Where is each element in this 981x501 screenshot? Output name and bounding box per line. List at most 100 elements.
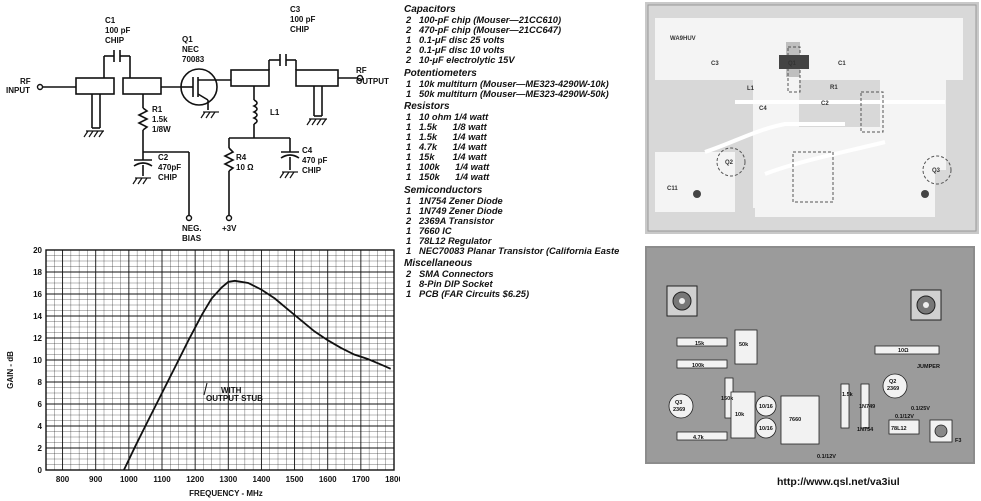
svg-text:F3: F3 bbox=[955, 438, 961, 444]
c2-label: C2 bbox=[158, 153, 169, 162]
y-tick-label: 0 bbox=[38, 466, 43, 475]
parts-list-item: 1 1.5k 1/8 watt bbox=[404, 122, 642, 132]
y-tick-label: 4 bbox=[38, 422, 43, 431]
part-quantity: 1 bbox=[406, 225, 412, 236]
part-description: 470-pF chip (Mouser—21CC647) bbox=[419, 25, 562, 35]
part-quantity: 1 bbox=[406, 289, 412, 300]
parts-list-item: 1 7660 IC bbox=[404, 226, 642, 236]
x-tick-label: 1800 bbox=[385, 475, 400, 484]
part-description: 4.7k 1/4 watt bbox=[419, 142, 487, 153]
part-quantity: 1 bbox=[406, 35, 412, 45]
part-quantity: 1 bbox=[406, 132, 412, 143]
part-quantity: 1 bbox=[406, 112, 412, 123]
c3-value: 100 pF bbox=[290, 15, 315, 24]
svg-text:C1: C1 bbox=[838, 61, 846, 67]
svg-text:Q2: Q2 bbox=[725, 160, 734, 166]
svg-text:7660: 7660 bbox=[789, 417, 801, 423]
svg-text:2369: 2369 bbox=[887, 386, 899, 392]
y-tick-label: 20 bbox=[33, 246, 42, 255]
c3-type: CHIP bbox=[290, 25, 310, 34]
parts-list-item: 1 0.1-μF disc 25 volts bbox=[404, 35, 642, 45]
rf-output-label-2: OUTPUT bbox=[356, 77, 389, 86]
pcb-top-label: WA9HUV bbox=[670, 36, 696, 42]
part-description: 1.5k 1/8 watt bbox=[419, 122, 487, 133]
part-description: 10 ohm 1/4 watt bbox=[419, 112, 489, 123]
part-description: 1N754 Zener Diode bbox=[419, 195, 503, 206]
svg-text:R1: R1 bbox=[830, 85, 838, 91]
svg-text:50k: 50k bbox=[739, 342, 749, 348]
svg-text:Q3: Q3 bbox=[675, 400, 682, 406]
part-description: 10k multiturn (Mouser—ME323-4290W-10k) bbox=[419, 78, 609, 89]
x-tick-label: 1400 bbox=[253, 475, 271, 484]
c1-label: C1 bbox=[105, 16, 116, 25]
x-tick-label: 800 bbox=[56, 475, 70, 484]
svg-text:C4: C4 bbox=[759, 106, 767, 112]
parts-list-item: 2 0.1-μF disc 10 volts bbox=[404, 45, 642, 55]
svg-text:100k: 100k bbox=[692, 363, 705, 369]
plus3v-label: +3V bbox=[222, 224, 237, 233]
r4-label: R4 bbox=[236, 153, 247, 162]
chart-annotation: WITH OUTPUT STUB bbox=[203, 382, 263, 403]
sma-connector-icon bbox=[666, 285, 698, 317]
part-quantity: 1 bbox=[406, 78, 412, 89]
part-description: 0.1-μF disc 10 volts bbox=[419, 45, 505, 55]
svg-text:15k: 15k bbox=[695, 341, 705, 347]
svg-text:10/16: 10/16 bbox=[759, 426, 773, 432]
parts-list-item: 1 4.7k 1/4 watt bbox=[404, 142, 642, 152]
rf-input-label-2: INPUT bbox=[6, 86, 30, 95]
part-description: 2369A Transistor bbox=[419, 215, 494, 226]
part-quantity: 1 bbox=[406, 205, 412, 216]
part-quantity: 2 bbox=[406, 45, 412, 55]
svg-text:Q2: Q2 bbox=[889, 379, 896, 385]
rf-output-label-1: RF bbox=[356, 66, 367, 75]
part-description: 50k multiturn (Mouser—ME323-4290W-50k) bbox=[419, 88, 609, 99]
y-tick-label: 8 bbox=[38, 378, 43, 387]
parts-section-title: Capacitors bbox=[404, 5, 456, 15]
part-quantity: 2 bbox=[406, 55, 412, 65]
svg-text:1N754: 1N754 bbox=[857, 427, 874, 433]
q1-make: NEC bbox=[182, 45, 199, 54]
y-axis-label: GAIN - dB bbox=[6, 351, 15, 389]
svg-text:78L12: 78L12 bbox=[891, 426, 907, 432]
r4-value: 10 Ω bbox=[236, 163, 254, 172]
part-description: 0.1-μF disc 25 volts bbox=[419, 35, 505, 45]
svg-text:JUMPER: JUMPER bbox=[917, 364, 940, 370]
c4-value: 470 pF bbox=[302, 156, 327, 165]
sma-connector-icon bbox=[910, 289, 942, 321]
l1-label: L1 bbox=[270, 108, 280, 117]
y-tick-label: 10 bbox=[33, 356, 42, 365]
part-quantity: 1 bbox=[406, 142, 412, 153]
part-quantity: 1 bbox=[406, 88, 412, 99]
pcb-parts-image: 15k 100k 50k 150k 4.7k 10k 7660 10/16 10… bbox=[645, 246, 975, 464]
q1-label: Q1 bbox=[182, 35, 193, 44]
c2-value: 470pF bbox=[158, 163, 181, 172]
part-quantity: 1 bbox=[406, 122, 412, 133]
svg-text:L1: L1 bbox=[747, 86, 755, 92]
svg-text:Q1: Q1 bbox=[788, 61, 797, 67]
part-description: 100-pF chip (Mouser—21CC610) bbox=[419, 15, 562, 25]
part-description: 7660 IC bbox=[419, 225, 452, 236]
svg-text:4.7k: 4.7k bbox=[693, 435, 705, 441]
x-tick-label: 1500 bbox=[286, 475, 304, 484]
y-tick-label: 6 bbox=[38, 400, 43, 409]
y-tick-label: 16 bbox=[33, 290, 42, 299]
rf-input-label-1: RF bbox=[20, 77, 31, 86]
part-quantity: 1 bbox=[406, 235, 412, 246]
part-description: SMA Connectors bbox=[419, 269, 494, 280]
part-quantity: 1 bbox=[406, 152, 412, 163]
y-tick-label: 18 bbox=[33, 268, 42, 277]
part-description: 15k 1/4 watt bbox=[419, 152, 487, 163]
part-description: NEC70083 Planar Transistor (California E… bbox=[419, 245, 620, 256]
parts-list-item: 1 50k multiturn (Mouser—ME323-4290W-50k) bbox=[404, 89, 642, 99]
part-quantity: 1 bbox=[406, 172, 412, 183]
r1-label: R1 bbox=[152, 105, 163, 114]
parts-list-item: 1 15k 1/4 watt bbox=[404, 152, 642, 162]
